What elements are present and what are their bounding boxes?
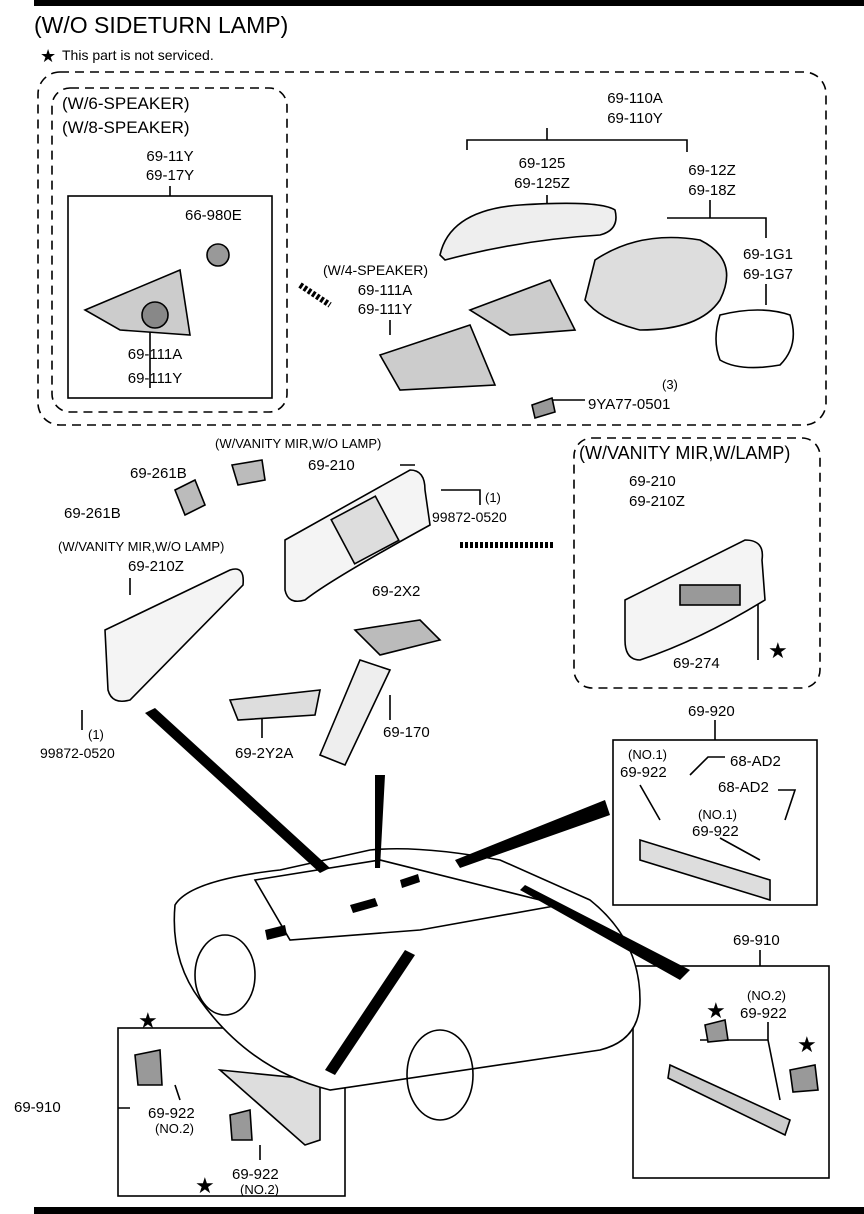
- variant-label: (W/8-SPEAKER): [62, 118, 190, 137]
- variant-label: (NO.1): [698, 807, 737, 822]
- part-number: 69-261B: [130, 465, 187, 482]
- part-number: 69-111A: [127, 346, 183, 363]
- part-number: 69-110Y: [607, 110, 663, 127]
- part-number: 69-1G7: [742, 266, 794, 283]
- part-number: 69-210Z: [128, 558, 184, 575]
- part-number: 66-980E: [185, 207, 242, 224]
- part-number: 69-111A: [357, 282, 413, 299]
- part-number: 69-261B: [64, 505, 121, 522]
- variant-label: (NO.2): [240, 1182, 279, 1197]
- legend-note: This part is not serviced.: [62, 47, 214, 63]
- part-number: 68-AD2: [730, 753, 781, 770]
- variant-label: (W/VANITY MIR,W/O LAMP): [58, 539, 225, 554]
- svg-text:★: ★: [768, 638, 788, 663]
- part-number: 69-110A: [607, 90, 663, 107]
- quantity: (1): [485, 490, 501, 505]
- part-number: 69-210Z: [629, 493, 685, 510]
- variant-label: (NO.1): [628, 747, 667, 762]
- part-number: 69-910: [733, 932, 780, 949]
- part-number: 9YA77-0501: [588, 396, 671, 413]
- svg-text:★: ★: [195, 1173, 215, 1198]
- quantity: (1): [88, 727, 104, 742]
- quantity: (3): [662, 377, 678, 392]
- part-number: 69-920: [688, 703, 735, 720]
- part-number: 69-210: [629, 473, 676, 490]
- part-number: 99872-0520: [40, 745, 115, 761]
- part-number: 69-210: [308, 457, 355, 474]
- diagram-title: (W/O SIDETURN LAMP): [34, 12, 289, 38]
- star-markers: ★ ★ ★ ★ ★ ★: [40, 46, 817, 1198]
- variant-label: (NO.2): [155, 1121, 194, 1136]
- part-number: 69-922: [740, 1005, 787, 1022]
- svg-text:★: ★: [40, 46, 56, 66]
- part-number: 69-2Y2A: [235, 745, 294, 762]
- part-number: 69-18Z: [688, 182, 736, 199]
- part-number: 69-922: [692, 823, 739, 840]
- part-number: 69-170: [383, 724, 430, 741]
- bottom-border: [34, 1207, 864, 1214]
- grip-910-right-box: [632, 965, 830, 1179]
- top-border: [34, 0, 864, 6]
- variant-label: (W/VANITY MIR,W/LAMP): [579, 443, 791, 463]
- part-number: 69-12Z: [688, 162, 736, 179]
- part-number: 69-111Y: [357, 301, 413, 318]
- part-number: 69-11Y: [146, 148, 194, 165]
- svg-text:★: ★: [797, 1032, 817, 1057]
- part-number: 69-274: [673, 655, 720, 672]
- variant-label: (W/VANITY MIR,W/O LAMP): [215, 436, 382, 451]
- part-number: 69-125: [518, 155, 566, 172]
- variant-label: (W/6-SPEAKER): [62, 94, 190, 113]
- mirror-group-box: [37, 71, 827, 426]
- part-number: 69-1G1: [742, 246, 794, 263]
- part-number: 69-111Y: [127, 370, 183, 387]
- vanity-lamp-box: [573, 437, 821, 689]
- variant-label: (W/4-SPEAKER): [323, 262, 429, 278]
- variant-label: (NO.2): [747, 988, 786, 1003]
- part-number: 69-922: [232, 1166, 279, 1183]
- svg-text:★: ★: [138, 1008, 158, 1033]
- part-number: 69-910: [14, 1099, 61, 1116]
- part-number: 99872-0520: [432, 509, 507, 525]
- part-number: 69-2X2: [372, 583, 421, 600]
- part-number: 69-125Z: [514, 175, 570, 192]
- svg-text:★: ★: [706, 998, 726, 1023]
- part-number: 68-AD2: [718, 779, 769, 796]
- part-number: 69-922: [148, 1105, 195, 1122]
- part-number: 69-17Y: [145, 167, 195, 184]
- part-number: 69-922: [620, 764, 667, 781]
